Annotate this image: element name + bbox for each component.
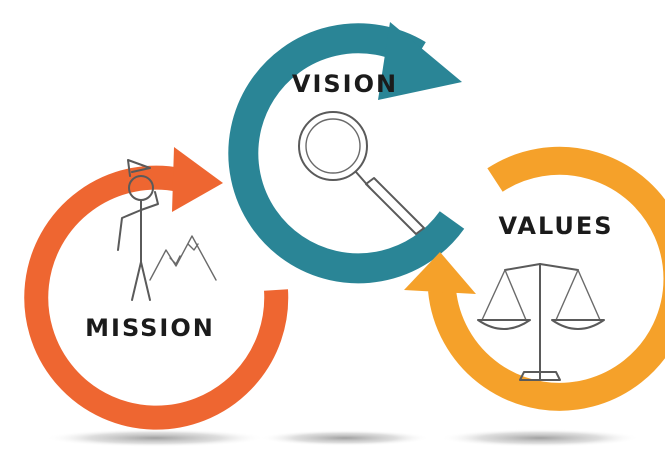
values-shadow	[440, 429, 640, 447]
vision-ring	[228, 23, 465, 284]
mission-shadow	[45, 429, 265, 447]
values-node: VALUES	[404, 146, 665, 411]
vision-shadow	[260, 430, 430, 446]
vision-label: VISION	[292, 70, 398, 98]
vision-arrowhead	[378, 22, 462, 100]
person-mountain-flag-icon	[117, 159, 217, 301]
balance-scale-icon	[477, 263, 605, 381]
values-ring	[428, 146, 665, 411]
mission-node: MISSION	[24, 147, 289, 430]
mission-label: MISSION	[85, 314, 215, 342]
ground-shadows	[45, 429, 640, 447]
values-label: VALUES	[498, 212, 613, 240]
values-arrowhead	[404, 252, 476, 294]
mission-ring	[24, 165, 289, 430]
mission-arrowhead	[172, 147, 223, 212]
magnifying-glass-icon	[298, 111, 425, 235]
vision-node: VISION	[228, 22, 465, 284]
